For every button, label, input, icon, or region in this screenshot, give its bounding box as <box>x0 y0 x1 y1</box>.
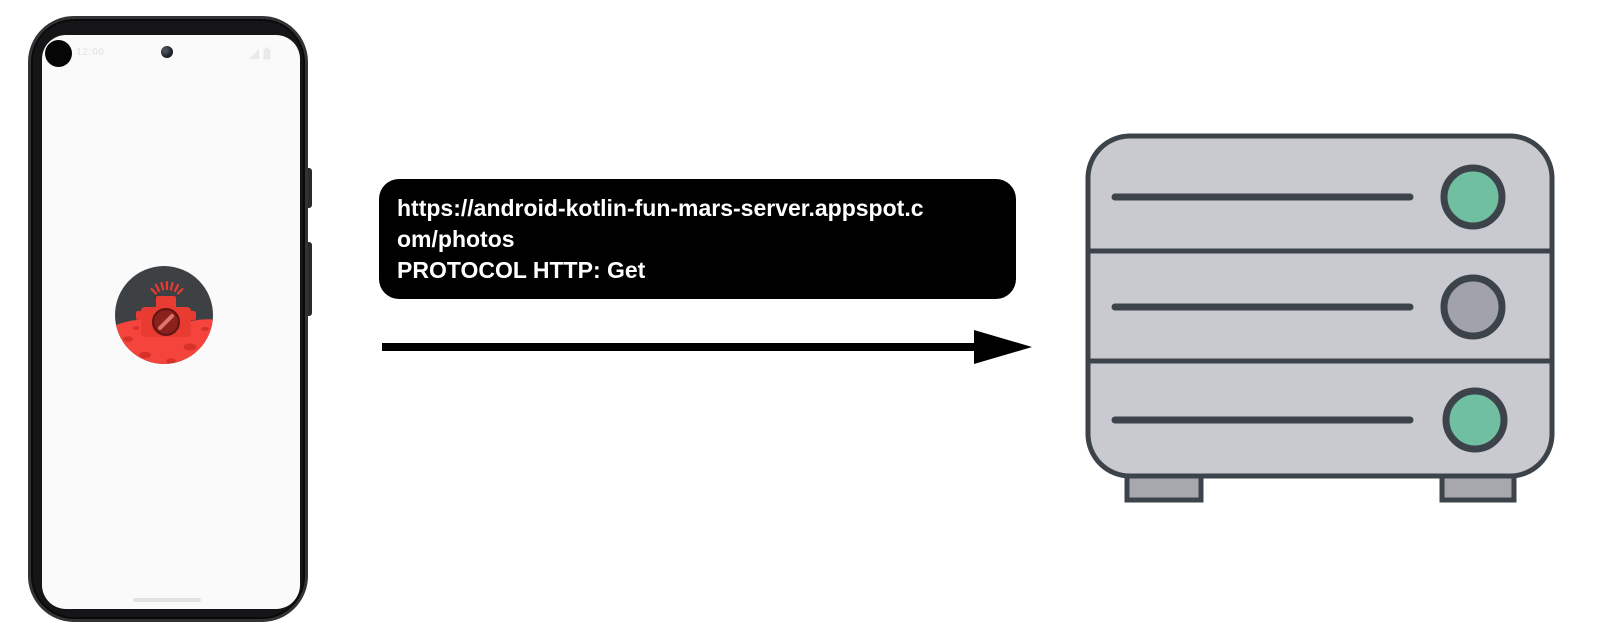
status-time: 12:00 <box>76 46 105 58</box>
flash-rays-icon <box>150 280 184 295</box>
server-led-green-top <box>1440 164 1506 230</box>
request-arrow-icon <box>382 330 1032 364</box>
status-icons <box>249 47 271 60</box>
phone-volume-button <box>305 242 312 316</box>
phone-device: 12:00 <box>28 16 312 622</box>
phone-frame: 12:00 <box>28 16 308 622</box>
phone-power-button <box>305 168 312 208</box>
server-led-green-bottom <box>1442 387 1508 453</box>
request-protocol-line: PROTOCOL HTTP: Get <box>397 257 646 283</box>
server-led-gray-middle <box>1440 274 1506 340</box>
status-bar-dot <box>45 40 72 67</box>
battery-icon <box>263 47 271 60</box>
navigation-handle <box>133 598 201 602</box>
camera-icon <box>136 296 196 337</box>
request-bubble: https://android-kotlin-fun-mars-server.a… <box>379 179 1016 299</box>
web-server-icon <box>1085 133 1555 503</box>
mars-photos-app-icon <box>115 266 213 364</box>
request-url-line-1: https://android-kotlin-fun-mars-server.a… <box>397 195 924 221</box>
signal-icon <box>249 49 259 59</box>
front-camera-icon <box>161 46 173 58</box>
phone-screen: 12:00 <box>42 35 300 609</box>
request-url-line-2: om/photos <box>397 226 515 252</box>
